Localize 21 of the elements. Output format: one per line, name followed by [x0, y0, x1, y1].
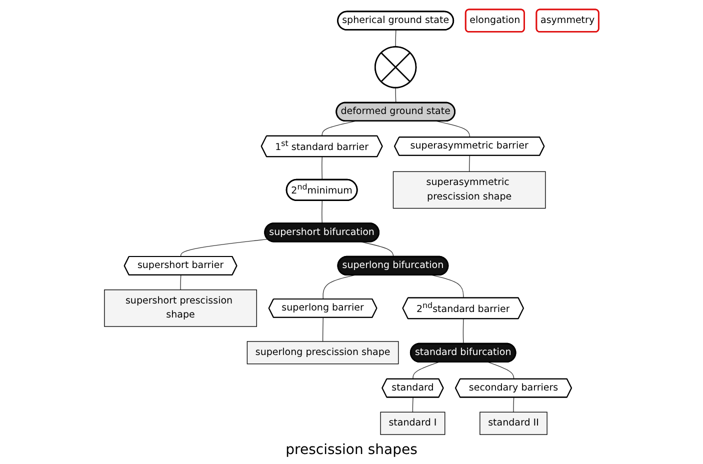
- node-box: superasymmetric prescission shape: [392, 171, 546, 209]
- connector: [395, 87, 396, 104]
- node-box: supershort prescission shape: [104, 290, 257, 327]
- connector: [488, 362, 514, 380]
- connector: [436, 120, 470, 138]
- connector: [432, 274, 464, 298]
- connector: [395, 30, 396, 48]
- connector: [322, 274, 355, 300]
- connector: [322, 317, 324, 342]
- node-box: standard I: [380, 412, 446, 435]
- connector: [412, 362, 439, 380]
- connector: [468, 155, 470, 172]
- group-caption: prescission shapes: [286, 442, 418, 458]
- node-box: standard II: [480, 412, 548, 435]
- connector: [513, 397, 514, 412]
- node-box: superlong prescission shape: [246, 341, 399, 364]
- connector: [180, 274, 182, 290]
- connector: [412, 397, 414, 412]
- connector: [180, 238, 268, 258]
- connector: [462, 318, 464, 344]
- connector: [322, 120, 356, 136]
